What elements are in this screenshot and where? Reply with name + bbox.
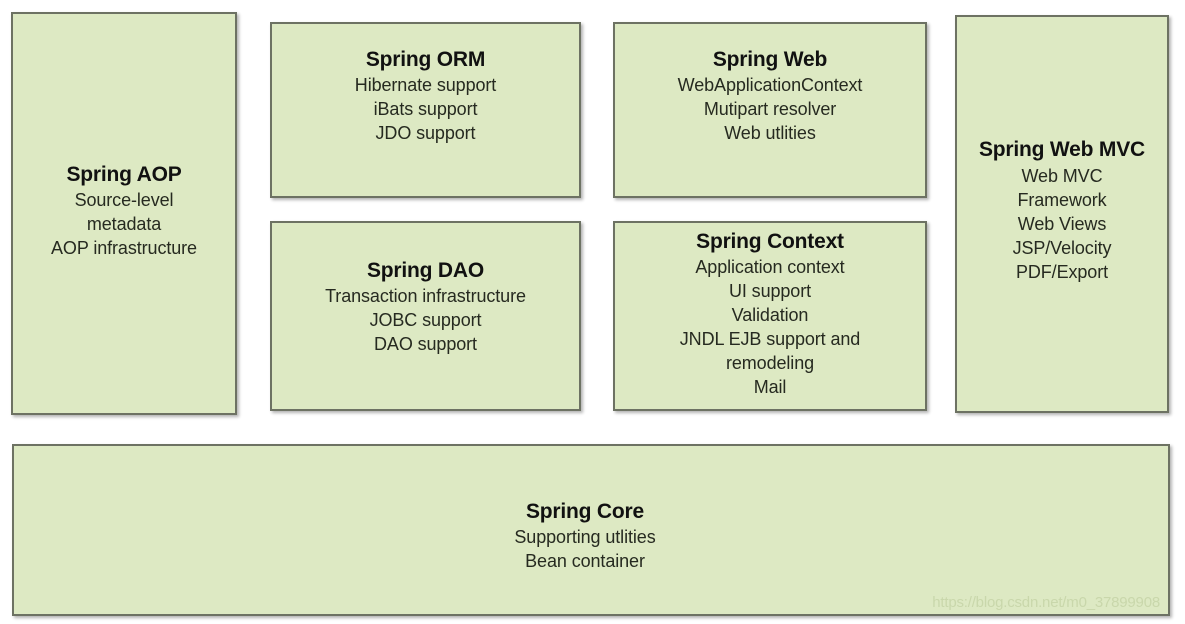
module-line: DAO support [374,334,477,354]
module-line: Mutipart resolver [703,99,837,119]
module-box-spring-web-mvc[interactable]: Spring Web MVC Web MVC Framework Web Vie… [955,15,1169,413]
module-line: Validation [731,305,809,325]
module-line: remodeling [725,353,815,373]
module-content: Spring ORM Hibernate support iBats suppo… [355,47,496,145]
module-line: iBats support [373,99,478,119]
module-line: Bean container [525,551,645,571]
module-description: Web MVC Framework Web Views JSP/Velocity… [979,164,1145,284]
module-box-spring-core[interactable]: Spring Core Supporting utlities Bean con… [12,444,1170,616]
module-line: UI support [728,281,812,301]
module-box-spring-context[interactable]: Spring Context Application context UI su… [613,221,927,411]
module-box-spring-web[interactable]: Spring Web WebApplicationContext Mutipar… [613,22,927,198]
module-line: PDF/Export [1015,262,1108,282]
module-title: Spring Web [712,48,828,71]
module-line: AOP infrastructure [51,237,197,258]
module-title: Spring Context [696,230,844,253]
module-line: WebApplicationContext [677,75,863,95]
module-description: Hibernate support iBats support JDO supp… [355,73,496,145]
module-title: Spring Core [526,500,644,523]
module-line: JDO support [375,123,476,143]
module-description: Source-level metadata AOP infrastructure [51,188,197,260]
module-line: JSP/Velocity [1012,238,1112,258]
module-content: Spring Context Application context UI su… [679,229,861,399]
module-line: Web MVC [1021,166,1103,186]
module-box-spring-dao[interactable]: Spring DAO Transaction infrastructure JO… [270,221,581,411]
module-line: Web utlities [724,123,816,143]
module-line: Supporting utlities [514,527,656,547]
watermark-text: https://blog.csdn.net/m0_37899908 [932,594,1160,611]
module-line: Hibernate support [354,75,497,95]
module-content: Spring Web WebApplicationContext Mutipar… [678,47,863,145]
module-title: Spring AOP [66,162,182,186]
module-description: Transaction infrastructure JOBC support … [325,284,526,356]
module-description: Application context UI support Validatio… [679,255,861,399]
module-line: Application context [695,257,845,277]
module-title: Spring DAO [366,259,484,282]
module-line: JOBC support [369,310,482,330]
module-box-spring-orm[interactable]: Spring ORM Hibernate support iBats suppo… [270,22,581,198]
module-description: Supporting utlities Bean container [514,525,655,573]
module-line: JNDL EJB support and [679,329,861,349]
module-line: Framework [1017,190,1107,210]
module-box-spring-aop[interactable]: Spring AOP Source-level metadata AOP inf… [11,12,237,415]
module-description: WebApplicationContext Mutipart resolver … [678,73,863,145]
module-line: Web Views [1017,214,1107,234]
module-content: Spring Web MVC Web MVC Framework Web Vie… [979,136,1145,284]
module-line: metadata [86,213,162,234]
module-line: Transaction infrastructure [325,286,526,306]
module-content: Spring AOP Source-level metadata AOP inf… [51,162,197,260]
module-line: Source-level [74,189,174,210]
module-content: Spring Core Supporting utlities Bean con… [514,499,655,573]
module-title: Spring ORM [365,48,486,71]
module-line: Mail [753,377,787,397]
module-title: Spring Web MVC [979,138,1145,161]
module-content: Spring DAO Transaction infrastructure JO… [325,258,526,356]
